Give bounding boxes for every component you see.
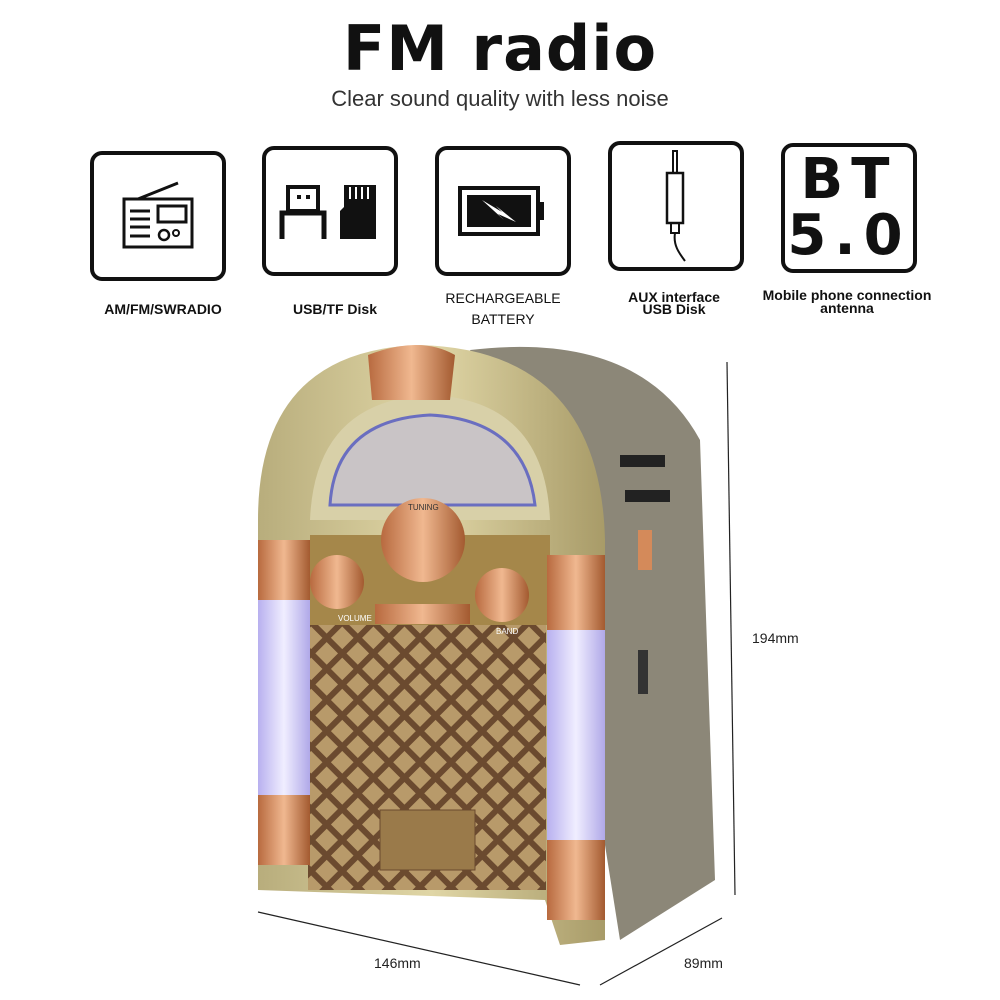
height-dimension: 194mm <box>752 630 799 646</box>
radio-icon <box>90 151 226 281</box>
usb-tf-card-icon <box>262 146 398 276</box>
bt-version-text: 5.0 <box>787 203 911 268</box>
feature-label-aux-2: USB Disk <box>642 301 706 317</box>
page-title: FM radio <box>342 12 658 85</box>
feature-label-usb: USB/TF Disk <box>292 301 377 317</box>
tuning-label: TUNING <box>408 503 439 512</box>
aux-jack-icon <box>608 141 744 271</box>
bt-badge-text: BT <box>800 147 898 212</box>
depth-dimension: 89mm <box>684 955 723 971</box>
volume-label: VOLUME <box>338 614 372 623</box>
feature-label-bt-1: Mobile phone connection <box>762 287 932 303</box>
feature-label-battery-1: RECHARGEABLE <box>445 290 561 306</box>
feature-label-bt-2: antenna <box>820 300 874 316</box>
battery-icon <box>435 146 571 276</box>
feature-label-battery-2: BATTERY <box>471 311 535 327</box>
feature-label-radio: AM/FM/SWRADIO <box>104 301 222 317</box>
band-label: BAND <box>496 627 518 636</box>
width-dimension: 146mm <box>374 955 421 971</box>
page-subtitle: Clear sound quality with less noise <box>331 86 669 111</box>
feature-label-aux-1: AUX interface <box>628 289 720 305</box>
